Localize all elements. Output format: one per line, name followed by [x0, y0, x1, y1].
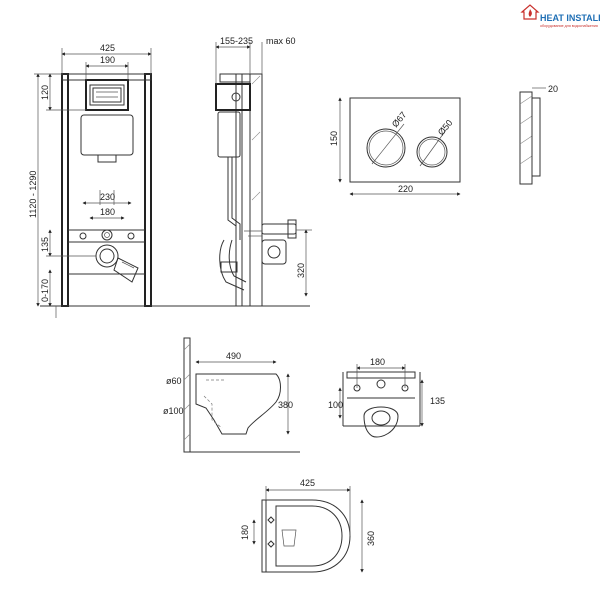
dim-bowl-inlet: ø60 — [166, 376, 182, 386]
dim-top-width: 425 — [300, 478, 315, 488]
brand-name: HEAT INSTALL — [540, 13, 600, 23]
flame-icon — [528, 9, 532, 17]
flush-button-large[interactable] — [366, 128, 406, 168]
flush-button-small[interactable] — [416, 136, 448, 168]
dim-bowl-height: 380 — [278, 400, 293, 410]
dim-plate-width: 220 — [398, 184, 413, 194]
frame-side-view: 155-235 max 60 320 — [215, 36, 312, 307]
dim-top-height: 120 — [40, 85, 50, 100]
house-icon — [520, 4, 540, 20]
dim-bolt-span: 230 — [100, 192, 115, 202]
dim-top-length: 360 — [366, 531, 376, 546]
dim-drain-outlet: 320 — [296, 263, 306, 278]
bowl-rear-outlet — [363, 406, 399, 438]
drain-outlet-front — [95, 244, 119, 268]
bowl-top-view: 425 180 360 — [240, 478, 376, 573]
bowl-side-body — [195, 373, 281, 435]
cistern — [80, 114, 134, 156]
dim-foot-range: 0-170 — [40, 279, 50, 302]
dim-button-small: Ø50 — [436, 118, 455, 137]
dim-rear-drain-offset: 100 — [328, 400, 343, 410]
brand-logo: HEAT INSTALL оборудование для водоснабже… — [520, 4, 600, 28]
dim-plate-thickness: 20 — [548, 84, 558, 94]
bowl-top-body — [265, 499, 351, 573]
dim-rear-mount-span: 180 — [370, 357, 385, 367]
dim-top-hole-span: 180 — [240, 525, 250, 540]
dim-frame-depth: 155-235 — [220, 36, 253, 46]
bowl-side-view: 490 380 ø60 ø100 — [163, 337, 300, 453]
flush-panel-front — [85, 79, 129, 111]
dim-drain-height: 135 — [40, 237, 50, 252]
top-mount-hole-lower — [267, 540, 275, 548]
bowl-rear-view: 180 100 135 — [328, 357, 445, 438]
dim-rear-height: 135 — [430, 396, 445, 406]
dim-height-range: 1120 - 1290 — [28, 171, 38, 218]
dim-button-large: Ø67 — [390, 110, 409, 129]
dim-plate-height: 150 — [329, 131, 339, 146]
dim-panel-width: 190 — [100, 55, 115, 65]
top-mount-hole-upper — [267, 516, 275, 524]
dim-bowl-length: 490 — [226, 351, 241, 361]
dim-frame-width: 425 — [100, 43, 115, 53]
dim-inner-span: 180 — [100, 207, 115, 217]
flush-panel-side — [215, 83, 251, 111]
dim-bowl-outlet: ø100 — [163, 406, 184, 416]
flush-plate-view: Ø67 Ø50 150 220 20 — [329, 84, 558, 196]
flush-plate — [349, 97, 461, 183]
frame-front-view: 425 190 230 180 120 1120 - 1290 135 0-17… — [28, 43, 310, 318]
dim-max-gap: max 60 — [266, 36, 296, 46]
brand-tagline: оборудование для водоснабжения — [540, 24, 598, 28]
